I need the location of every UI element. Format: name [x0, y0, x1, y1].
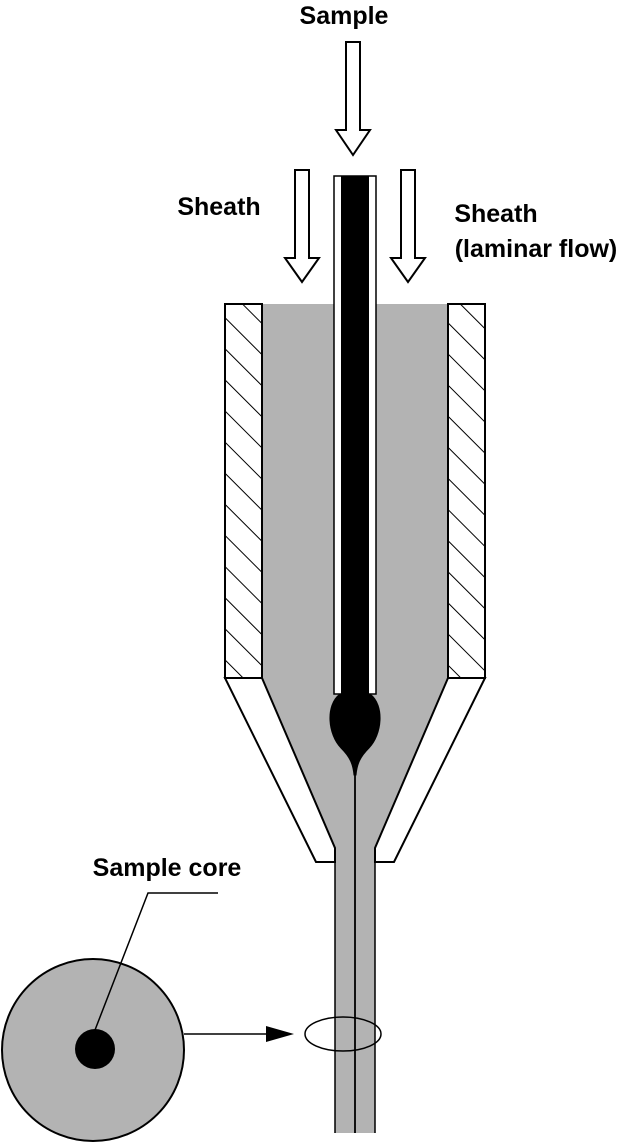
- sheath-left-flow-arrow: [283, 169, 321, 284]
- sheath-left-label: Sheath: [177, 193, 260, 221]
- sample-flow-arrow: [334, 41, 372, 157]
- sheath-right-flow-arrow: [389, 169, 427, 284]
- cross-section-arrow-head: [266, 1026, 294, 1042]
- sample-label: Sample: [300, 2, 389, 30]
- cross-section-sample-core: [75, 1029, 115, 1069]
- cross-section-ring: [304, 1016, 382, 1052]
- sheath-right-label: Sheath: [454, 200, 537, 228]
- chamber-wall-left: [224, 303, 263, 679]
- nozzle-cone-wall-left: [223, 677, 336, 863]
- sample-stream-focusing: [329, 693, 381, 776]
- sample-stream-in-tube: [341, 176, 369, 694]
- sample-core-leader-line: [94, 892, 218, 1031]
- nozzle-cone-wall-right: [374, 677, 487, 863]
- chamber-wall-right: [447, 303, 486, 679]
- sheath-right-sublabel: (laminar flow): [455, 235, 618, 263]
- sample-core-label: Sample core: [93, 854, 242, 882]
